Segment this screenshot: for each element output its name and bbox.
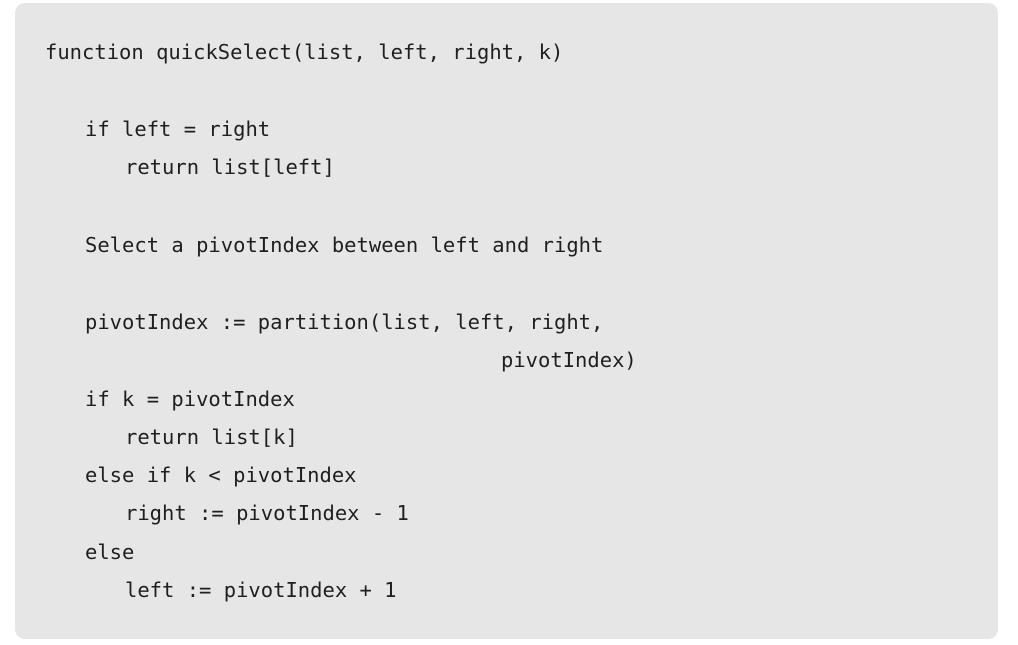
- code-line-else-if-k-less: else if k < pivotIndex: [85, 463, 357, 487]
- code-line-return-list-k: return list[k]: [125, 425, 298, 449]
- code-block: function quickSelect(list, left, right, …: [15, 3, 998, 639]
- code-line-left-assign: left := pivotIndex + 1: [125, 578, 397, 602]
- code-line-if-left-equals-right: if left = right: [85, 117, 271, 141]
- code-line-else: else: [85, 540, 135, 564]
- code-line-return-list-left: return list[left]: [125, 155, 335, 179]
- code-line-partition-call: pivotIndex := partition(list, left, righ…: [85, 310, 604, 334]
- code-line-partition-continuation: pivotIndex): [501, 348, 637, 372]
- code-line-right-assign: right := pivotIndex - 1: [125, 501, 409, 525]
- code-line-if-k-equals-pivot: if k = pivotIndex: [85, 387, 295, 411]
- code-line-function-signature: function quickSelect(list, left, right, …: [45, 40, 564, 64]
- code-line-select-pivot: Select a pivotIndex between left and rig…: [85, 233, 604, 257]
